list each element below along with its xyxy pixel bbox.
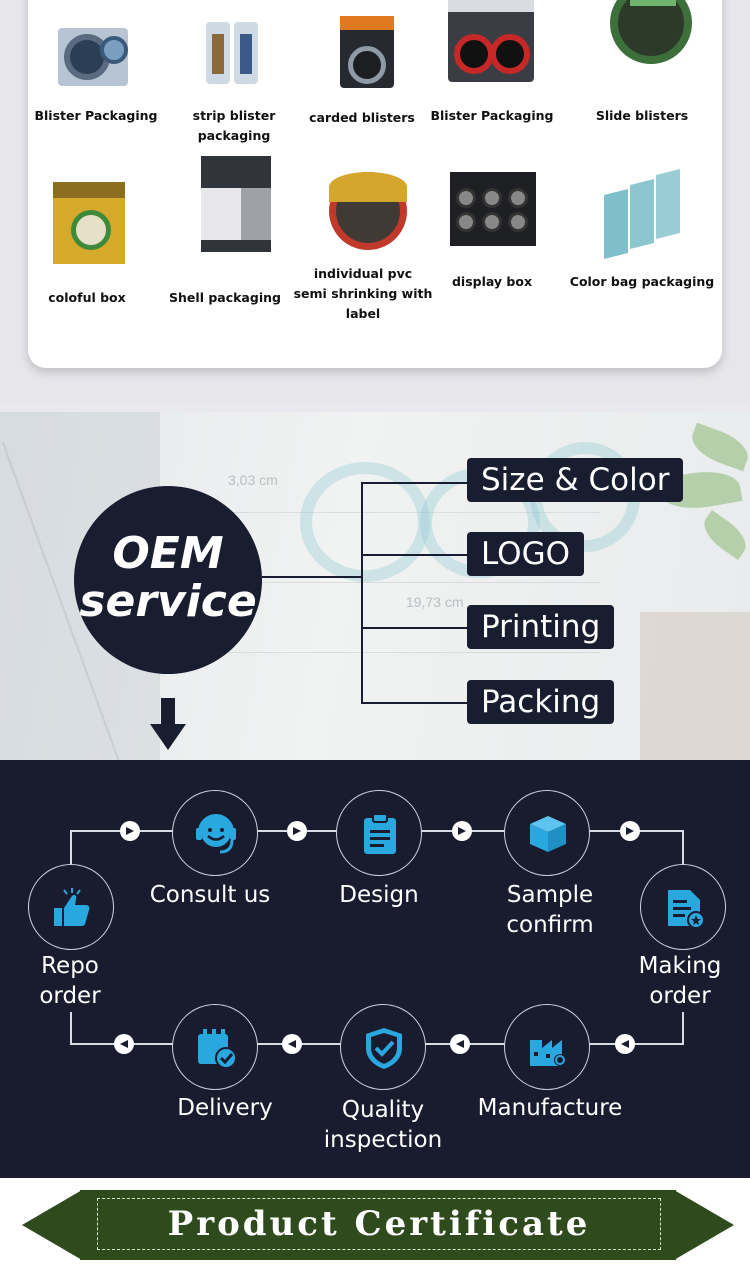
pack-label: display box: [451, 274, 533, 289]
box-icon: [530, 816, 566, 852]
arrow-right-icon: [120, 821, 140, 841]
flow-line: [70, 830, 72, 864]
color-bag-icon: [592, 169, 692, 288]
pack-item-display-box[interactable]: display box: [417, 172, 567, 292]
pack-item-slide-blister[interactable]: Slide blisters: [567, 0, 717, 126]
flow-line: [70, 1012, 72, 1044]
pack-label: coloful box: [48, 290, 126, 305]
step-making-order[interactable]: [640, 864, 726, 950]
pack-item-shell[interactable]: Shell packaging: [150, 156, 300, 308]
arrow-right-icon: [620, 821, 640, 841]
step-label: Manufacture: [477, 1095, 623, 1121]
arrow-left-icon: [114, 1034, 134, 1054]
blister-pack-icon: [442, 0, 542, 106]
flow-line: [682, 830, 684, 864]
ribbon-banner: [22, 1190, 734, 1260]
arrow-left-icon: [450, 1034, 470, 1054]
pack-label: Slide blisters: [595, 108, 689, 123]
connector-line: [361, 702, 467, 704]
strip-blister-icon: [184, 20, 284, 106]
step-label: Design: [339, 882, 419, 908]
background-measure-text: 3,03 cm: [228, 472, 278, 488]
pack-item-pvc[interactable]: individual pvc semi shrinking with label: [288, 172, 438, 324]
factory-icon: [530, 1040, 566, 1066]
calendar-check-icon: [198, 1029, 237, 1069]
step-sample-confirm[interactable]: [504, 790, 590, 876]
clipboard-icon: [364, 813, 396, 854]
step-consult[interactable]: [172, 790, 258, 876]
pack-item-strip-blister[interactable]: strip blister packaging: [159, 20, 309, 146]
step-label-line: confirm: [506, 912, 594, 938]
step-label-line: order: [39, 983, 101, 1009]
step-label: Making order: [610, 951, 750, 1011]
certificate-title: Product Certificate: [97, 1198, 661, 1250]
step-label-line: Repo: [41, 953, 99, 979]
certificate-section: Product Certificate: [0, 1178, 750, 1264]
pack-label-secondary: semi shrinking with label: [293, 286, 433, 321]
step-label-line: order: [649, 983, 711, 1009]
oem-title: OEM: [112, 528, 224, 579]
step-label: Consult us: [149, 882, 271, 908]
pack-item-color-box[interactable]: coloful box: [12, 182, 162, 308]
background-measure-text: 19,73 cm: [406, 594, 464, 610]
arrow-down-icon: [150, 698, 186, 750]
step-label: Sample confirm: [480, 880, 620, 940]
step-label-line: Sample: [506, 882, 594, 908]
color-box-icon: [37, 182, 137, 288]
pack-item-color-bag[interactable]: Color bag packaging: [567, 169, 717, 292]
step-delivery[interactable]: [172, 1004, 258, 1090]
oem-section: 3,03 cm 19,73 cm OEM service Size & Colo…: [0, 412, 750, 760]
slide-blister-icon: [592, 0, 692, 106]
pack-item-blister[interactable]: Blister Packaging: [21, 20, 171, 126]
shield-check-icon: [366, 1028, 402, 1069]
connector-line: [361, 482, 467, 484]
oem-service-circle: OEM service: [74, 486, 262, 674]
connector-line: [361, 482, 363, 704]
pvc-roll-icon: [313, 172, 413, 288]
step-manufacture[interactable]: [504, 1004, 590, 1090]
pack-label: strip blister packaging: [192, 108, 276, 143]
pack-item-blister-pack[interactable]: Blister Packaging: [417, 0, 567, 126]
arrow-right-icon: [452, 821, 472, 841]
oem-subtitle: service: [79, 576, 257, 627]
blister-tape-icon: [46, 20, 146, 106]
step-label: Delivery: [177, 1095, 273, 1121]
shell-pack-icon: [175, 156, 275, 288]
pack-item-carded-blister[interactable]: carded blisters: [287, 16, 437, 128]
connector-line: [361, 554, 467, 556]
process-section: Consult us Design Sample confirm: [0, 760, 750, 1178]
oem-option-size-color[interactable]: Size & Color: [467, 458, 684, 502]
step-label: Repo order: [0, 951, 140, 1011]
connector-line: [262, 576, 362, 578]
oem-option-printing[interactable]: Printing: [467, 605, 615, 649]
carded-blister-icon: [312, 16, 412, 106]
step-label-line: inspection: [323, 1127, 443, 1153]
pack-label: Shell packaging: [169, 290, 281, 305]
thumbs-up-icon: [54, 888, 90, 926]
step-repo-order[interactable]: [28, 864, 114, 950]
oem-option-logo[interactable]: LOGO: [467, 532, 584, 576]
display-box-icon: [442, 172, 542, 288]
step-label-line: Quality: [341, 1097, 425, 1123]
step-quality-inspection[interactable]: [340, 1004, 426, 1090]
arrow-left-icon: [615, 1034, 635, 1054]
pack-label: Blister Packaging: [34, 108, 158, 123]
step-label-line: Making: [638, 953, 722, 979]
packaging-card: Blister Packaging strip blister packagin…: [28, 0, 722, 368]
connector-line: [361, 627, 467, 629]
step-design[interactable]: [336, 790, 422, 876]
arrow-right-icon: [287, 821, 307, 841]
headset-icon: [196, 814, 236, 854]
flow-line: [682, 1012, 684, 1044]
step-label: Quality inspection: [313, 1095, 453, 1155]
pack-label: individual pvc: [313, 266, 413, 281]
oem-option-packing[interactable]: Packing: [467, 680, 615, 724]
pack-label: carded blisters: [309, 110, 415, 125]
pack-label: Blister Packaging: [430, 108, 554, 123]
document-icon: [668, 890, 705, 929]
pack-label: Color bag packaging: [569, 274, 715, 289]
arrow-left-icon: [282, 1034, 302, 1054]
packaging-section: Blister Packaging strip blister packagin…: [0, 0, 750, 402]
